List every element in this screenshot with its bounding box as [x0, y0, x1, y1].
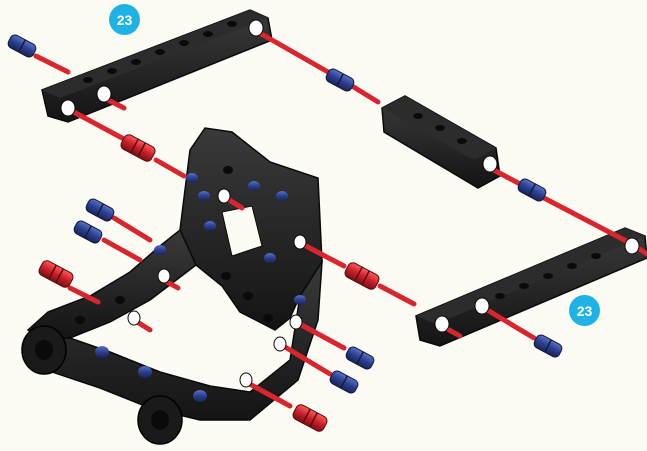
step-badge-top: 23 [109, 4, 140, 35]
step-badge-bottom: 23 [569, 295, 600, 326]
